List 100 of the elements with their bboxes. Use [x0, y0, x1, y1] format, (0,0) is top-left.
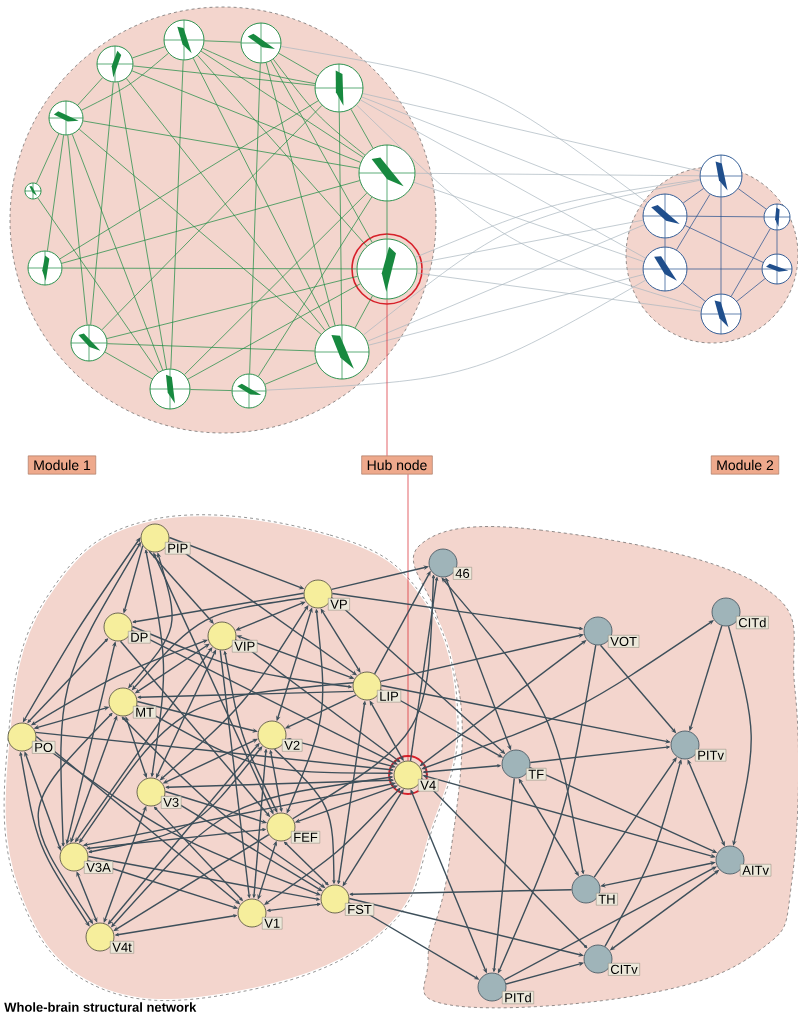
arrow	[131, 630, 398, 765]
arrow	[380, 689, 503, 758]
connector-line	[47, 134, 64, 252]
arrow	[330, 565, 429, 591]
arrow	[266, 902, 321, 912]
arrow	[223, 650, 278, 813]
arrow	[529, 745, 670, 764]
connector-line	[361, 96, 645, 209]
arrow	[107, 743, 260, 925]
area-label: CITv	[608, 963, 640, 976]
connector-line	[202, 48, 316, 84]
glyph-circle	[163, 19, 205, 61]
arrow	[132, 592, 305, 624]
arrow	[60, 542, 141, 847]
area-label: V4t	[110, 941, 134, 954]
connector-line	[265, 62, 336, 326]
connector-line	[192, 57, 330, 328]
connector-line	[106, 276, 358, 339]
connector-line	[776, 230, 778, 254]
connector-line	[90, 82, 114, 325]
arrow	[379, 633, 584, 683]
arrow	[292, 574, 436, 820]
arrow	[165, 778, 394, 789]
glyph-circle	[314, 63, 364, 113]
glyph-circle	[642, 246, 688, 292]
title: Whole-brain structural network	[4, 1002, 197, 1012]
area-label: MT	[133, 706, 157, 719]
connector-line	[184, 192, 368, 375]
connector-line	[356, 104, 702, 309]
area-label: V3A	[84, 861, 114, 874]
arrow	[423, 774, 716, 858]
arrow	[269, 750, 283, 812]
area-label: PITv	[695, 749, 727, 762]
arrow	[348, 897, 584, 957]
connector-line	[366, 224, 645, 342]
connector-line	[264, 362, 318, 385]
area-circle	[103, 612, 133, 642]
arrow	[286, 738, 396, 768]
connector-line	[61, 180, 360, 264]
arrow	[410, 789, 487, 973]
connector-line	[354, 295, 373, 329]
area-circle	[583, 944, 613, 974]
glyph-circle	[27, 250, 63, 286]
connector-line	[350, 108, 374, 149]
arrow	[409, 576, 439, 762]
arrow	[115, 914, 238, 937]
arrow	[445, 577, 512, 750]
connector-line	[414, 178, 701, 258]
arrow	[529, 767, 717, 853]
arrow	[421, 620, 714, 770]
arrow	[420, 640, 587, 767]
connector-line	[104, 351, 153, 380]
arrow	[135, 643, 210, 694]
arrow	[235, 601, 306, 631]
area-label: TH	[596, 893, 618, 906]
area-label: FST	[345, 903, 375, 916]
connector-line	[684, 225, 764, 263]
connector-line	[187, 283, 361, 380]
arrow	[37, 712, 113, 924]
arrow	[22, 537, 141, 723]
glyph-circle	[642, 193, 688, 239]
arrow	[35, 740, 321, 896]
arrow	[113, 833, 270, 931]
arrow	[86, 828, 267, 850]
label-box: Hub node	[361, 455, 433, 475]
arrow	[31, 639, 208, 726]
area-circle	[7, 722, 37, 752]
arrow	[285, 694, 357, 729]
arrow	[87, 855, 320, 901]
connector-line	[273, 58, 366, 156]
arrow	[286, 609, 324, 814]
arrow	[65, 641, 117, 844]
arrow	[155, 649, 217, 778]
arrow	[35, 735, 240, 905]
arrow	[421, 778, 588, 949]
area-circle	[266, 812, 296, 842]
label-box: Module 1	[27, 455, 97, 475]
connector-line	[415, 172, 700, 177]
area-label: VIP	[232, 640, 258, 653]
arrow	[264, 787, 401, 905]
connector-line	[101, 105, 323, 331]
connector-line	[416, 219, 644, 264]
area-label: V3	[161, 796, 182, 809]
arrow	[19, 752, 90, 927]
arrow	[137, 690, 355, 699]
arrow	[331, 597, 506, 754]
connector-line	[682, 282, 706, 302]
arrow	[34, 706, 109, 730]
connector-line	[368, 274, 644, 346]
arrow	[422, 764, 501, 774]
arrow	[34, 731, 394, 772]
arrow	[687, 759, 725, 846]
glyph-circle	[231, 373, 267, 409]
arrow	[599, 644, 676, 734]
arrow	[123, 544, 144, 614]
connector-line	[664, 238, 666, 247]
arrow	[369, 700, 404, 761]
connector-line	[132, 46, 166, 59]
connector-line	[59, 100, 319, 260]
arrow	[83, 782, 396, 847]
